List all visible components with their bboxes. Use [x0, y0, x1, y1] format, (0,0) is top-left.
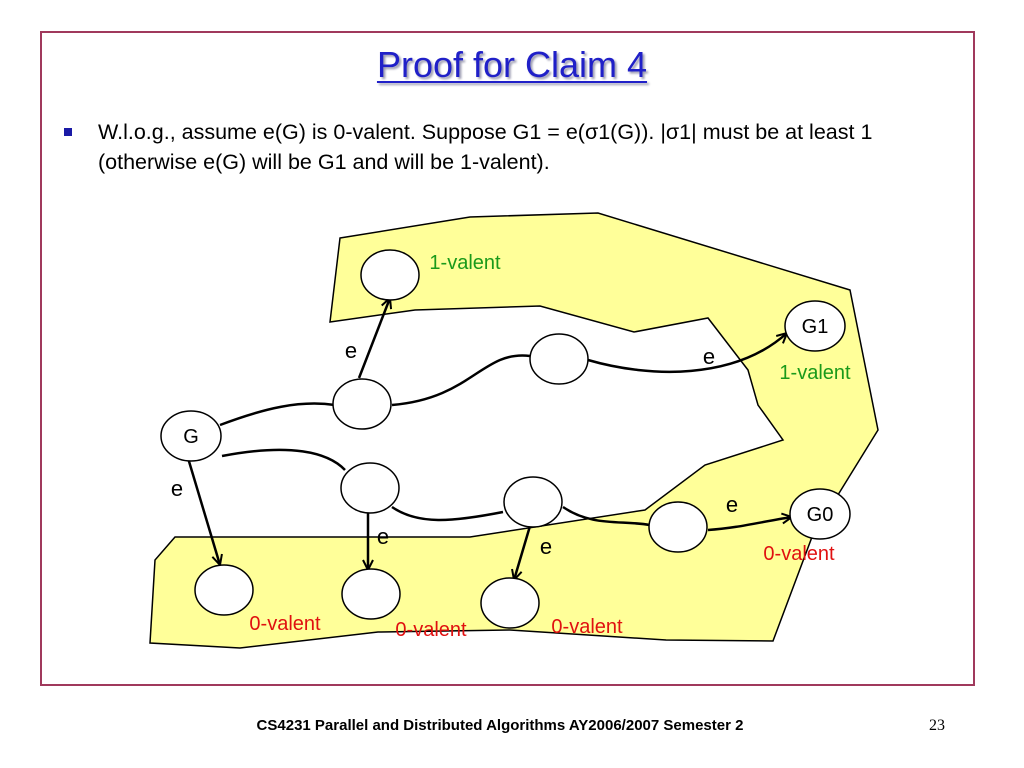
edge-upper-to-onevalent — [357, 298, 390, 379]
edge-g-to-upper — [219, 402, 336, 427]
node-lower-mid — [503, 476, 563, 528]
node-g0-label: G0 — [807, 504, 834, 526]
edge-label: e — [171, 476, 183, 501]
node-lower — [340, 462, 400, 514]
valence-label-zero: 0-valent — [395, 619, 467, 641]
edge-right-to-g0 — [707, 517, 792, 532]
edge-g-to-bottom1 — [186, 457, 220, 565]
node-bottom1 — [194, 564, 254, 616]
valence-label-zero: 0-valent — [551, 616, 623, 638]
node-g-label: G — [183, 426, 199, 448]
edge-label: e — [703, 344, 715, 369]
edge-lmid-to-bottom3 — [514, 525, 532, 580]
node-g — [160, 410, 222, 462]
footer-text: CS4231 Parallel and Distributed Algorith… — [256, 717, 744, 734]
node-mid — [529, 333, 589, 385]
valence-label-one: 1-valent — [429, 252, 501, 274]
page-number: 23 — [929, 717, 945, 734]
node-top-onevalent — [360, 249, 420, 301]
edge-g-to-lower — [221, 448, 346, 471]
edge-label: e — [540, 534, 552, 559]
node-g1 — [784, 300, 846, 352]
valence-label-zero: 0-valent — [249, 613, 321, 635]
node-g1-label: G1 — [802, 316, 829, 338]
edge-label: e — [345, 338, 357, 363]
valence-label-one: 1-valent — [779, 362, 851, 384]
node-g0 — [789, 488, 851, 540]
node-bottom2 — [341, 568, 401, 620]
edge-mid-to-g1 — [587, 333, 787, 374]
node-bottom3 — [480, 577, 540, 629]
edge-label: e — [726, 492, 738, 517]
node-upper — [332, 378, 392, 430]
edge-upper-to-mid — [391, 354, 531, 407]
node-lower-right — [648, 501, 708, 553]
slide-title: Proof for Claim 4 — [376, 44, 648, 85]
edge-label: e — [377, 524, 389, 549]
bullet-text: W.l.o.g., assume e(G) is 0-valent. Suppo… — [98, 120, 873, 174]
slide-frame — [40, 31, 975, 686]
bullet-square-icon — [64, 128, 72, 136]
edge-lower-to-lmid — [391, 505, 504, 522]
valence-label-zero: 0-valent — [763, 543, 835, 565]
edge-lmid-to-right — [562, 505, 651, 527]
